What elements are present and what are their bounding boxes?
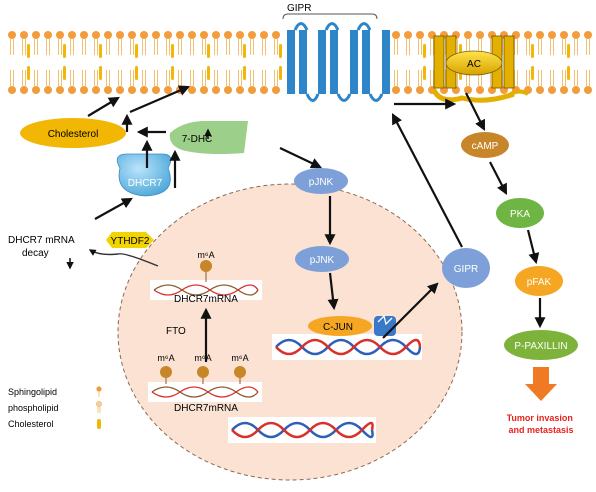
camp-node — [461, 132, 509, 158]
m6a-label-bottom-3: m⁶A — [231, 353, 248, 363]
lipid-unit — [392, 31, 400, 94]
c-jun-dna-clamp — [374, 314, 396, 336]
lipid-unit — [140, 31, 148, 94]
dhcr7-node — [116, 153, 172, 197]
legend-phospholipid-icon — [96, 401, 102, 413]
lipid-unit — [200, 31, 210, 94]
lipid-unit — [20, 31, 30, 94]
legend-label-cholesterol: Cholesterol — [8, 419, 54, 429]
dna-helix-lower — [228, 417, 376, 443]
seven-dhc-label: 7-DHC — [182, 134, 213, 145]
fto-label: FTO — [166, 326, 186, 337]
dna-helix-upper — [272, 334, 422, 360]
pjnk-nuclear-node — [295, 246, 349, 272]
pjnk-cyto-node — [294, 168, 348, 194]
gipr-cyto-node — [442, 248, 490, 288]
nucleus — [117, 183, 463, 481]
pfak-label: pFAK — [527, 277, 552, 288]
legend-label-sphingolipid: Sphingolipid — [8, 387, 57, 397]
gipr-receptor: GIPR — [282, 3, 390, 102]
pka-node — [496, 198, 544, 228]
p-paxillin-node — [504, 330, 578, 360]
cell-membrane: GIPR AC — [8, 3, 592, 103]
lipid-unit — [44, 31, 52, 94]
lipid-unit — [128, 31, 138, 94]
lipid-unit — [236, 31, 246, 94]
cholesterol-label: Cholesterol — [48, 129, 99, 140]
c-jun-node — [308, 316, 372, 336]
ythdf2-to-decay-connector — [88, 249, 159, 267]
lipid-unit — [32, 31, 40, 94]
lipid-unit — [56, 31, 66, 94]
m6a-label-bottom-2: m⁶A — [194, 353, 211, 363]
lipid-unit — [8, 31, 16, 94]
p-paxillin-label: P-PAXILLIN — [514, 341, 567, 352]
lipid-unit — [152, 31, 160, 94]
dhcr7mrna-top-label: DHCR7mRNA — [174, 294, 238, 305]
dhcr7-mrna-bottom — [148, 366, 262, 402]
gipr-cyto-label: GIPR — [454, 264, 478, 275]
lipid-unit — [260, 31, 268, 94]
m6a-label-top: m⁶A — [197, 250, 214, 260]
lipid-unit — [176, 31, 184, 94]
lipid-unit — [536, 31, 544, 94]
dhcr7-mrna-top — [150, 260, 262, 300]
lipid-unit — [548, 31, 556, 94]
dhcr7mrna-bottom-label: DHCR7mRNA — [174, 403, 238, 414]
pjnk-nuclear-label: pJNK — [310, 255, 335, 266]
pfak-node — [515, 266, 563, 296]
ythdf2-label: YTHDF2 — [111, 236, 150, 247]
lipid-unit — [272, 31, 282, 94]
lipid-unit — [404, 31, 412, 94]
lipid-unit — [560, 31, 570, 94]
m6a-label-bottom-1: m⁶A — [157, 353, 174, 363]
pka-label: PKA — [510, 209, 530, 220]
camp-label: cAMP — [472, 141, 499, 152]
lipid-unit — [188, 31, 196, 94]
lipid-unit — [584, 31, 592, 94]
outcome-arrow — [525, 367, 557, 401]
gipr-membrane-label: GIPR — [287, 3, 311, 14]
seven-dhc-node — [169, 121, 248, 154]
ythdf2-node — [106, 232, 154, 248]
lipid-unit — [416, 31, 426, 94]
lipid-unit — [164, 31, 174, 94]
legend-sphingolipid-icon — [96, 386, 102, 397]
cholesterol-node — [20, 118, 126, 148]
lipid-unit — [80, 31, 88, 94]
ac-label: AC — [467, 59, 481, 70]
arrows — [66, 85, 546, 362]
lipid-unit — [572, 31, 580, 94]
lipid-unit — [116, 31, 124, 94]
legend: Sphingolipid phospholipid Cholesterol — [8, 386, 102, 429]
legend-label-phospholipid: phospholipid — [8, 403, 59, 413]
lipid-unit — [248, 31, 256, 94]
lipid-unit — [524, 31, 534, 94]
lipid-unit — [68, 31, 76, 94]
dhcr7-mrna-decay-label: DHCR7 mRNA decay — [8, 235, 77, 259]
lipid-unit — [104, 31, 112, 94]
lipid-unit — [224, 31, 232, 94]
legend-cholesterol-icon — [97, 419, 101, 429]
outcome-label: Tumor invasion and metastasis — [507, 413, 576, 435]
c-jun-label: C-JUN — [323, 322, 353, 333]
lipid-unit — [92, 31, 102, 94]
lipid-unit — [212, 31, 220, 94]
adenylyl-cyclase: AC — [431, 35, 530, 103]
dhcr7-label: DHCR7 — [128, 178, 163, 189]
pjnk-cyto-label: pJNK — [309, 177, 334, 188]
